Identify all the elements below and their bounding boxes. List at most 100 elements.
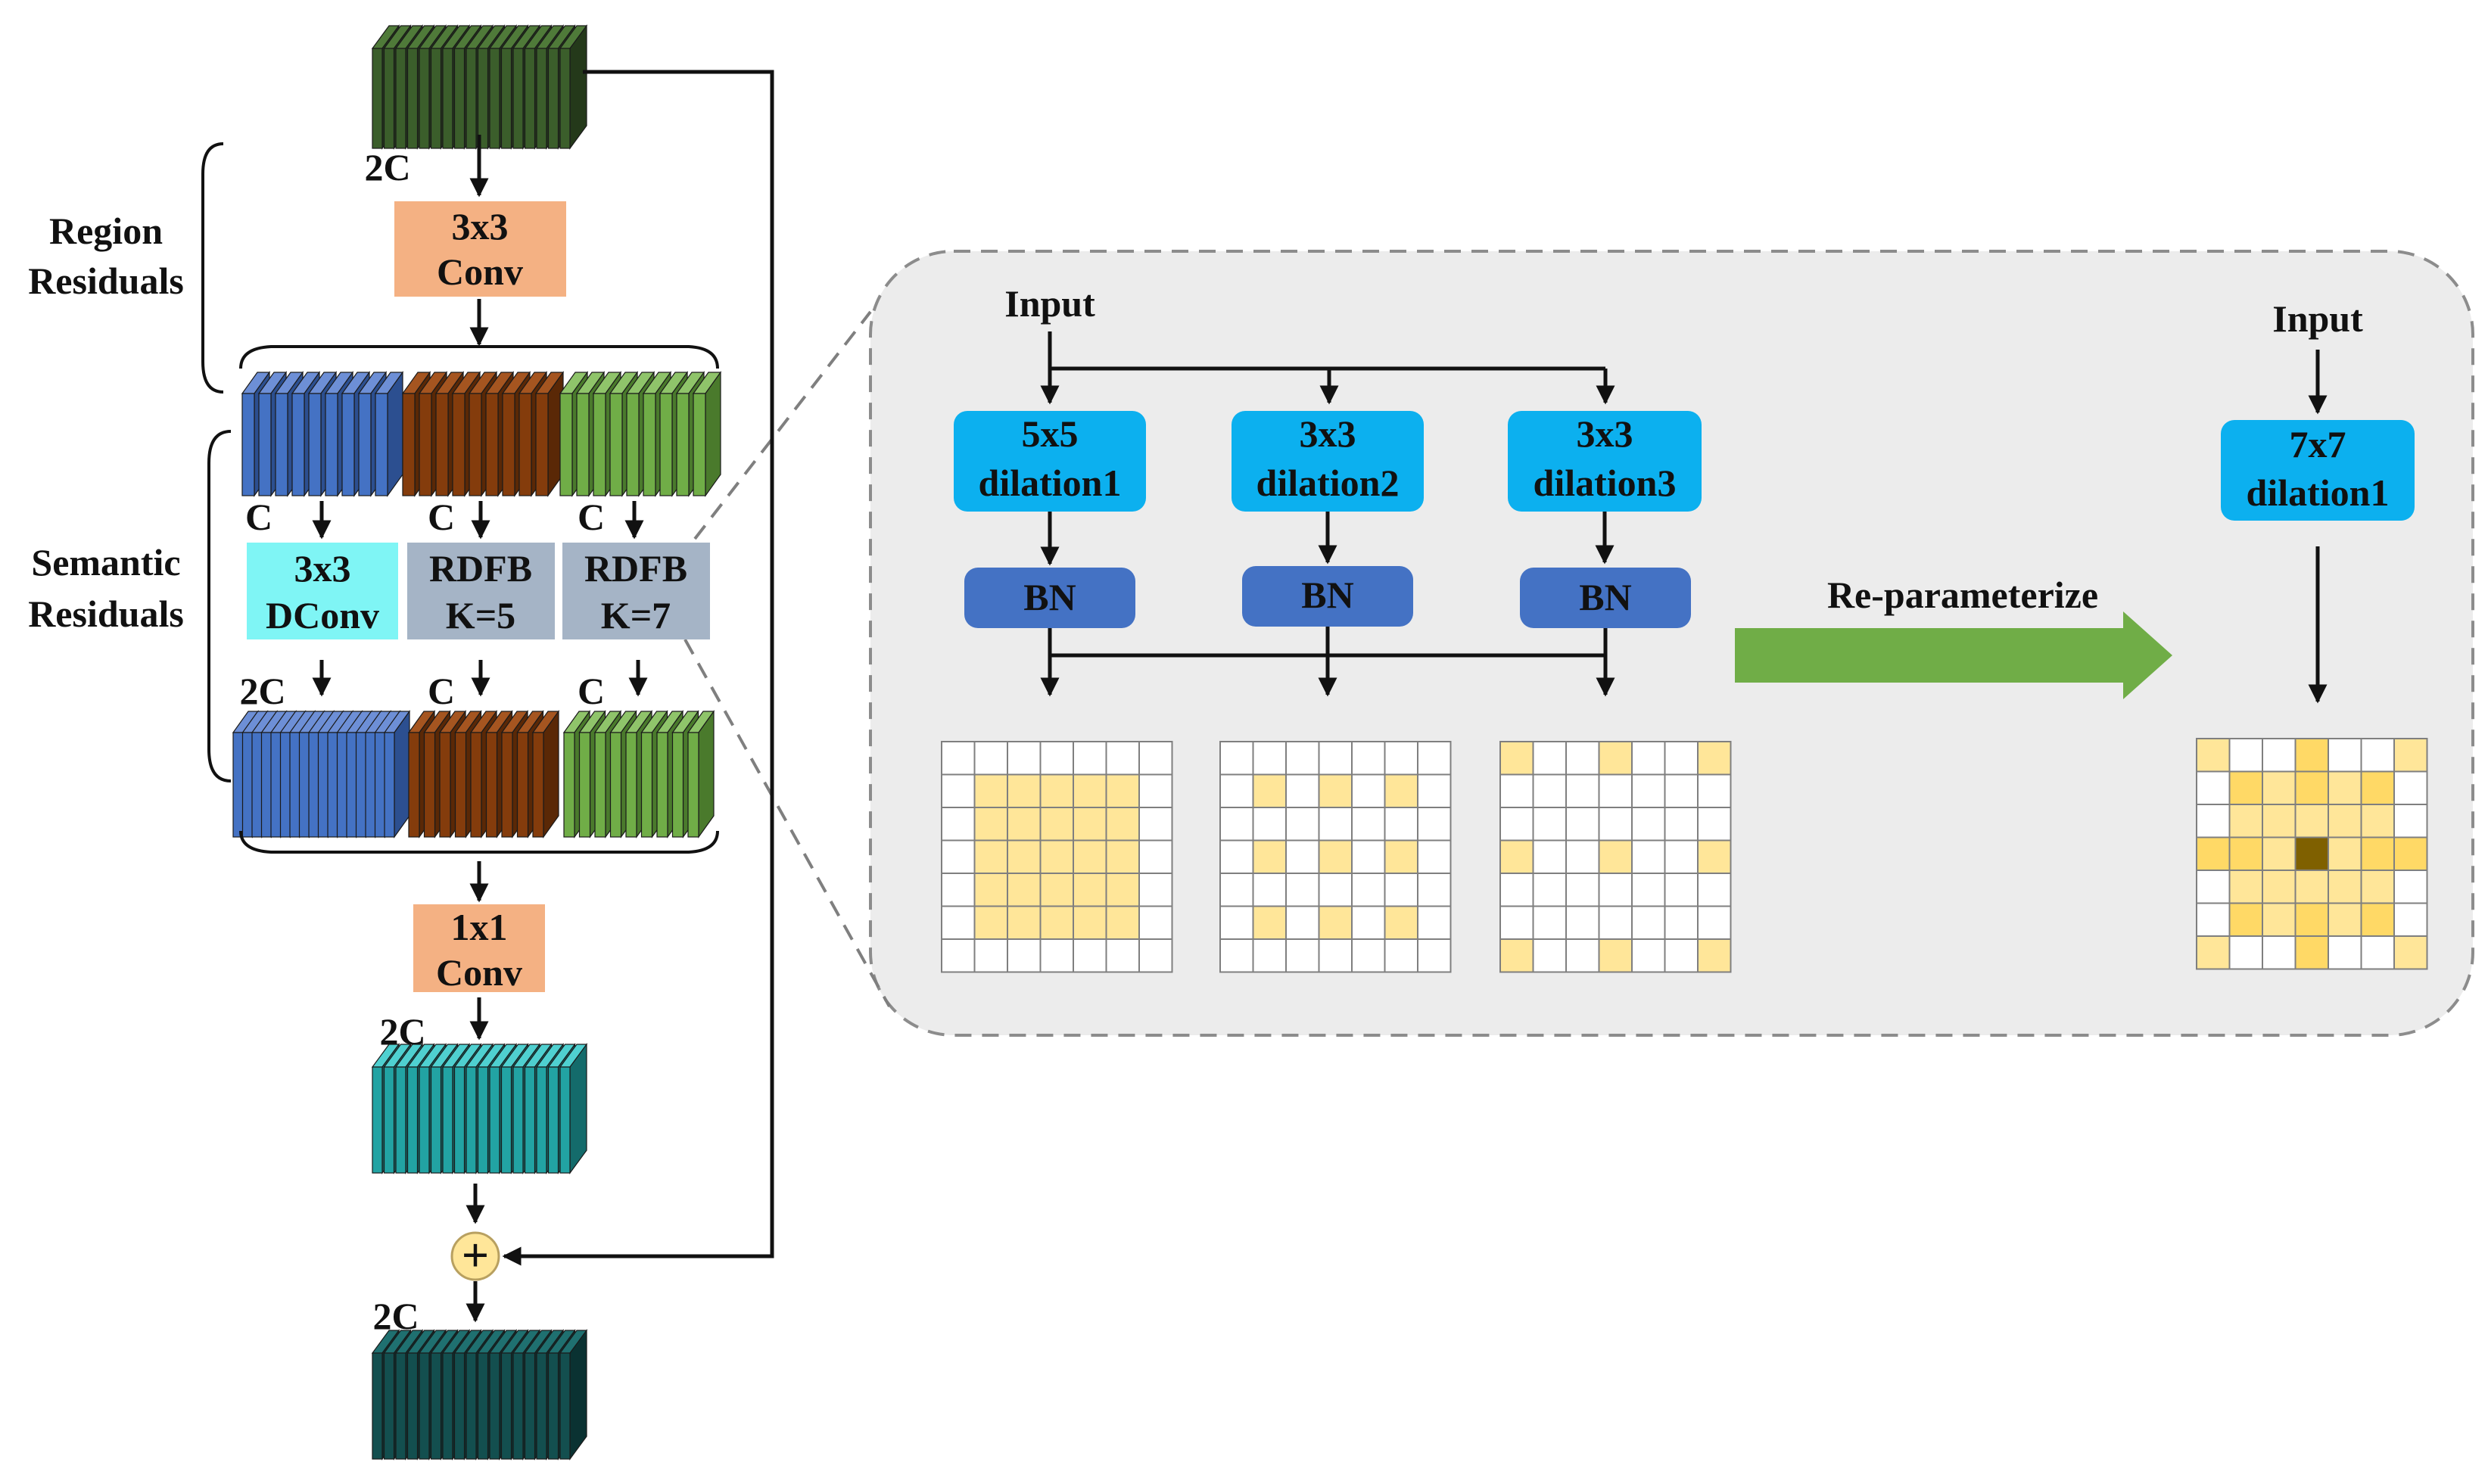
concat-blue-map-slice [383, 710, 411, 838]
kernel1-cell [1073, 905, 1107, 940]
add-node: + [450, 1228, 500, 1282]
merged-conv-line1: 7x7 [2290, 423, 2346, 465]
kernel3-cell [1532, 807, 1567, 842]
branch1-conv: 5x5 dilation1 [954, 411, 1146, 512]
kernel3-cell [1631, 905, 1666, 940]
kernel3-cell [1499, 873, 1534, 907]
kernel2-cell [1417, 741, 1452, 776]
kernel2-cell [1417, 938, 1452, 973]
kernel1-cell [973, 741, 1008, 776]
branch3-conv-line2: dilation3 [1534, 462, 1677, 504]
kernel3-cell [1631, 938, 1666, 973]
kernel2-cell [1318, 905, 1353, 940]
kernel-merged-cell [2262, 836, 2296, 871]
kernel3-cell [1565, 905, 1600, 940]
kernel1-cell [941, 807, 976, 842]
kernel-grid-3x3-dilation3 [1499, 741, 1732, 973]
kernel2-cell [1285, 773, 1320, 808]
rdfb7-block: RDFB K=7 [562, 543, 710, 639]
kernel2-cell [1384, 741, 1418, 776]
kernel2-cell [1318, 938, 1353, 973]
kernel-merged-cell [2328, 836, 2362, 871]
kernel2-cell [1219, 741, 1254, 776]
branch1-bn: BN [964, 568, 1135, 628]
kernel1-cell [941, 905, 976, 940]
kernel2-cell [1384, 773, 1418, 808]
kernel3-cell [1565, 938, 1600, 973]
detail-input-label: Input [1004, 282, 1095, 325]
kernel2-cell [1384, 839, 1418, 874]
kernel1-cell [973, 938, 1008, 973]
kernel1-cell [1073, 873, 1107, 907]
kernel3-cell [1565, 873, 1600, 907]
channel-label-c-3: C [578, 496, 605, 538]
kernel1-cell [1039, 873, 1074, 907]
kernel3-cell [1499, 773, 1534, 808]
conv3x3-block: 3x3 Conv [394, 201, 566, 297]
branch2-conv-line2: dilation2 [1256, 462, 1400, 504]
kernel-merged-cell [2262, 935, 2296, 970]
zoom-line-top [693, 310, 872, 540]
branch3-bn: BN [1520, 568, 1691, 628]
rdfb7-line1: RDFB [584, 547, 687, 590]
kernel3-cell [1565, 807, 1600, 842]
kernel2-cell [1219, 773, 1254, 808]
kernel-merged-cell [2294, 902, 2329, 937]
kernel2-cell [1351, 873, 1386, 907]
kernel-merged-cell [2328, 870, 2362, 904]
kernel3-cell [1664, 807, 1699, 842]
kernel2-cell [1417, 773, 1452, 808]
semantic-residuals-line1: Semantic [31, 541, 180, 583]
kernel1-cell [973, 807, 1008, 842]
kernel1-cell [1105, 905, 1140, 940]
branch3-conv-line1: 3x3 [1577, 412, 1633, 455]
kernel-merged-cell [2196, 870, 2231, 904]
kernel-merged-cell [2228, 804, 2263, 838]
kernel-merged-cell [2393, 902, 2428, 937]
kernel1-cell [1073, 741, 1107, 776]
kernel3-cell [1631, 741, 1666, 776]
feature-stack-concat-green [562, 710, 715, 838]
kernel3-cell [1664, 938, 1699, 973]
kernel1-cell [1073, 807, 1107, 842]
kernel-merged-cell [2360, 870, 2395, 904]
kernel2-cell [1318, 773, 1353, 808]
rdfb5-block: RDFB K=5 [407, 543, 555, 639]
dconv-line2: DConv [266, 594, 379, 636]
kernel-merged-cell [2360, 804, 2395, 838]
kernel-merged-cell [2360, 902, 2395, 937]
conv3x3-line1: 3x3 [452, 205, 509, 247]
feature-stack-output [371, 1329, 588, 1461]
merged-conv: 7x7 dilation1 [2221, 420, 2415, 521]
kernel2-cell [1219, 873, 1254, 907]
kernel-merged-cell [2228, 770, 2263, 805]
kernel-merged-cell [2262, 902, 2296, 937]
kernel3-cell [1532, 773, 1567, 808]
kernel-merged-cell [2294, 804, 2329, 838]
kernel1-cell [1007, 938, 1042, 973]
kernel-merged-cell [2328, 902, 2362, 937]
kernel3-cell [1697, 839, 1732, 874]
kernel2-cell [1252, 839, 1287, 874]
kernel2-cell [1285, 741, 1320, 776]
skip-connection [502, 70, 774, 1266]
kernel2-cell [1384, 873, 1418, 907]
kernel3-cell [1598, 938, 1633, 973]
kernel2-cell [1384, 938, 1418, 973]
kernel2-cell [1417, 839, 1452, 874]
kernel3-cell [1664, 873, 1699, 907]
kernel3-cell [1598, 839, 1633, 874]
kernel1-cell [1138, 839, 1173, 874]
split-brace-top [239, 345, 719, 369]
kernel3-cell [1598, 905, 1633, 940]
kernel1-cell [1007, 807, 1042, 842]
kernel-merged-cell [2360, 770, 2395, 805]
kernel3-cell [1499, 807, 1534, 842]
kernel3-cell [1697, 741, 1732, 776]
kernel2-cell [1318, 839, 1353, 874]
conv1x1-line2: Conv [436, 951, 522, 994]
kernel3-cell [1565, 741, 1600, 776]
kernel-merged-cell [2262, 770, 2296, 805]
kernel2-cell [1351, 938, 1386, 973]
kernel3-cell [1598, 873, 1633, 907]
